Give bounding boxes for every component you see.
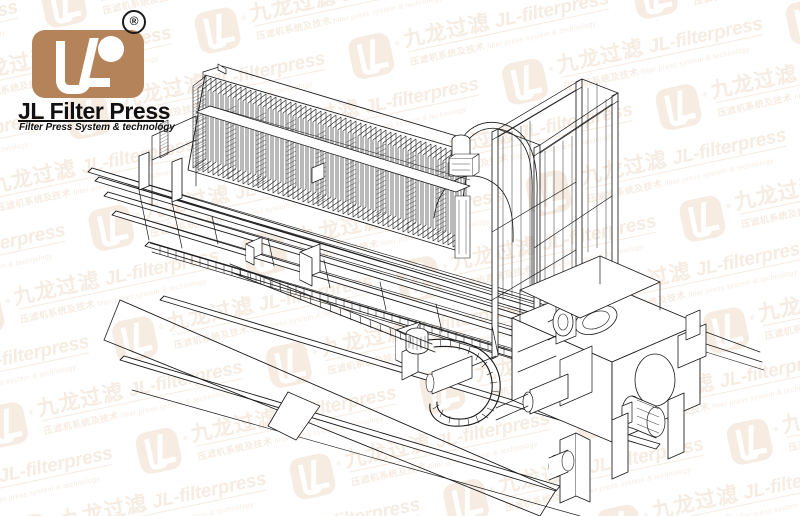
pneumatic-actuator: [448, 134, 480, 259]
cable-drag-chain: [299, 243, 501, 427]
jl-monogram-icon: [32, 30, 144, 98]
fixed-head-plate: [151, 115, 197, 207]
chain-run: [229, 263, 436, 353]
cross-brace: [138, 189, 499, 355]
junction-box: [245, 162, 325, 266]
brand-tagline: Filter Press System & technology: [19, 122, 175, 133]
drip-tray: [103, 299, 557, 516]
clamp-cylinder: [425, 355, 497, 395]
linear-actuator: [495, 373, 569, 421]
brand-name: JL Filter Press: [18, 98, 171, 124]
drive-motor: [621, 395, 666, 439]
overhead-guide-rail: [195, 105, 471, 193]
side-manifold: [677, 309, 765, 371]
support-leg: [138, 151, 685, 504]
filter-plate-stack: [187, 63, 471, 251]
brand-logo: ® JL Filter Press Filter Press System & …: [12, 6, 175, 133]
discharge-port: [548, 449, 575, 481]
logo-divider: [18, 120, 164, 122]
drawing-geometry: [87, 63, 765, 516]
registered-trademark-icon: ®: [122, 10, 146, 34]
